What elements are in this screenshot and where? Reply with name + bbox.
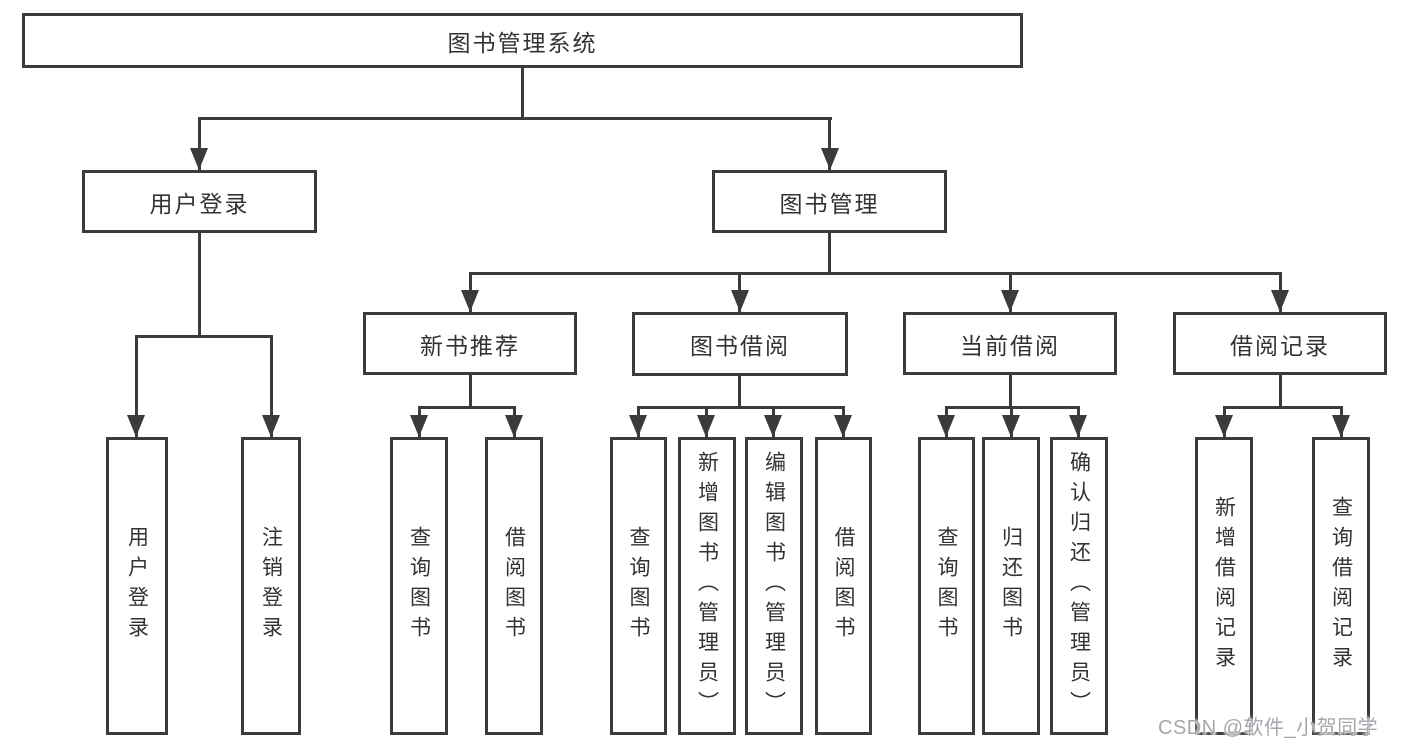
arrowhead-down-icon (190, 148, 208, 170)
leaf-query-books-borrowing: 查询图书 (610, 437, 667, 735)
node-label: 查询图书 (935, 526, 958, 646)
leaf-return-books: 归还图书 (982, 437, 1040, 735)
arrowhead-down-icon (1271, 290, 1289, 312)
arrowhead-down-icon (410, 415, 428, 437)
connector-line (828, 233, 831, 274)
arrowhead-down-icon (834, 415, 852, 437)
arrowhead-down-icon (461, 290, 479, 312)
arrowhead-down-icon (1001, 290, 1019, 312)
node-label: 用户登录 (125, 526, 149, 646)
connector-line (198, 117, 832, 120)
arrowhead-down-icon (1069, 415, 1087, 437)
node-label: 当前借阅 (960, 332, 1060, 359)
leaf-query-books-current: 查询图书 (918, 437, 975, 735)
connector-line (135, 335, 138, 437)
connector-line (270, 335, 273, 437)
node-book-management: 图书管理 (712, 170, 947, 233)
node-label: 用户登录 (149, 190, 250, 217)
node-borrowing-records: 借阅记录 (1173, 312, 1387, 375)
node-label: 图书借阅 (690, 333, 790, 359)
arrowhead-down-icon (262, 415, 280, 437)
connector-line (469, 272, 1282, 275)
connector-line (738, 376, 741, 409)
arrowhead-down-icon (731, 290, 749, 312)
leaf-confirm-return-admin: 确认归还（管理员） (1050, 437, 1108, 735)
connector-line (198, 117, 201, 170)
connector-line (521, 68, 524, 117)
node-current-borrowing: 当前借阅 (903, 312, 1117, 375)
connector-line (1009, 375, 1012, 409)
node-label: 新增图书（管理员） (695, 451, 719, 721)
node-user-login: 用户登录 (82, 170, 317, 233)
connector-line (418, 406, 516, 409)
node-label: 编辑图书（管理员） (762, 451, 786, 721)
arrowhead-down-icon (764, 415, 782, 437)
node-label: 借阅图书 (832, 526, 855, 646)
arrowhead-down-icon (1215, 415, 1233, 437)
connector-line (1279, 375, 1282, 409)
arrowhead-down-icon (821, 148, 839, 170)
leaf-add-books-admin: 新增图书（管理员） (678, 437, 736, 735)
leaf-add-borrow-record: 新增借阅记录 (1195, 437, 1253, 735)
node-label: 图书管理 (779, 190, 880, 217)
arrowhead-down-icon (629, 415, 647, 437)
node-label: 图书管理系统 (447, 29, 598, 56)
arrowhead-down-icon (937, 415, 955, 437)
arrowhead-down-icon (1332, 415, 1350, 437)
node-label: 查询借阅记录 (1329, 496, 1353, 676)
node-label: 确认归还（管理员） (1067, 451, 1091, 721)
connector-line (637, 406, 845, 409)
node-label: 新书推荐 (420, 332, 520, 359)
leaf-query-borrow-record: 查询借阅记录 (1312, 437, 1370, 735)
leaf-borrow-books-recommend: 借阅图书 (485, 437, 543, 735)
connector-line (135, 335, 273, 338)
node-label: 注销登录 (259, 526, 283, 646)
arrowhead-down-icon (505, 415, 523, 437)
node-label: 借阅图书 (502, 526, 526, 646)
arrowhead-down-icon (127, 415, 145, 437)
leaf-borrow-books: 借阅图书 (815, 437, 872, 735)
node-label: 查询图书 (627, 526, 650, 646)
watermark: CSDN @软件_小贺同学 (1158, 717, 1379, 739)
arrowhead-down-icon (697, 415, 715, 437)
node-book-borrowing: 图书借阅 (632, 312, 848, 376)
connector-line (1223, 406, 1342, 409)
leaf-query-books-recommend: 查询图书 (390, 437, 448, 735)
connector-line (198, 233, 201, 337)
leaf-logout: 注销登录 (241, 437, 301, 735)
node-label: 新增借阅记录 (1212, 496, 1236, 676)
connector-line (469, 374, 472, 409)
leaf-user-login: 用户登录 (106, 437, 168, 735)
arrowhead-down-icon (1002, 415, 1020, 437)
connector-line (828, 117, 831, 170)
node-label: 查询图书 (407, 526, 431, 646)
leaf-edit-books-admin: 编辑图书（管理员） (745, 437, 803, 735)
node-new-book-recommendation: 新书推荐 (363, 312, 577, 375)
node-label: 归还图书 (999, 526, 1023, 646)
node-label: 借阅记录 (1230, 332, 1330, 359)
node-root-library-management-system: 图书管理系统 (22, 13, 1023, 68)
